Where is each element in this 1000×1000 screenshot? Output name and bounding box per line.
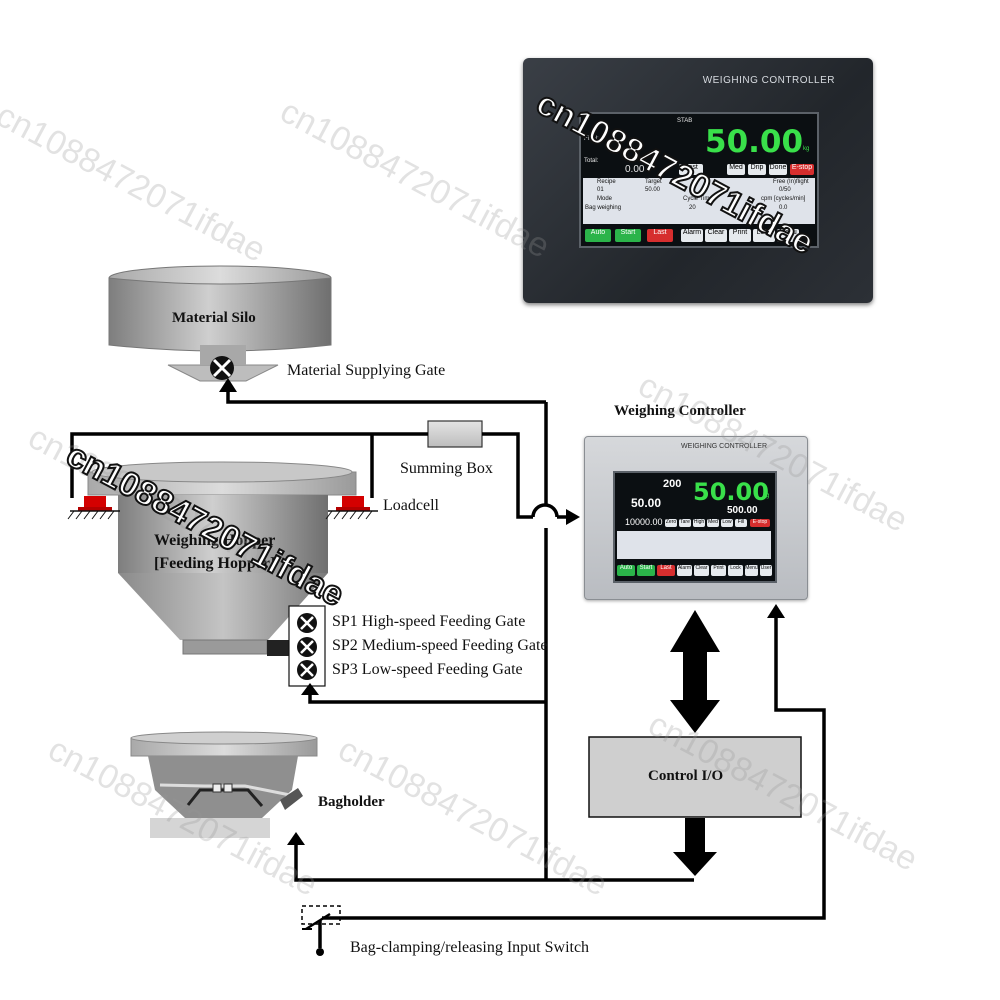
small-menu-button[interactable]: Menu — [745, 565, 758, 576]
controller-brand: WEIGHING CONTROLLER — [702, 75, 835, 86]
small-recipe-table — [617, 531, 771, 559]
phase-drip[interactable]: Drip — [748, 164, 766, 175]
arrow-to-bagholder-icon — [287, 832, 305, 845]
lock-button[interactable]: Lock — [753, 229, 775, 242]
sp2-valve-icon — [297, 637, 317, 657]
small-user-button[interactable]: User — [760, 565, 772, 576]
phase-med[interactable]: Med — [707, 519, 719, 527]
print-button[interactable]: Print — [729, 229, 751, 242]
phase-fill[interactable]: Fill — [735, 519, 747, 527]
phase-zero[interactable]: Zero — [665, 519, 677, 527]
sp3-valve-icon — [297, 660, 317, 680]
small-start-button[interactable]: Start — [637, 565, 655, 576]
loadcell-right-icon — [325, 496, 378, 520]
mode-label: Mode — [597, 196, 613, 202]
sp1-label: SP1 High-speed Feeding Gate — [332, 613, 526, 630]
summing-box-label: Summing Box — [400, 460, 493, 477]
small-print-button[interactable]: Print — [711, 565, 726, 576]
final-label: Final: — [584, 136, 599, 142]
free-value: 0/50 — [779, 187, 791, 193]
weight-unit: kg — [803, 146, 810, 152]
alarm-button[interactable]: Alarm — [681, 229, 703, 242]
weighing-controller-small: WEIGHING CONTROLLER 200 50.00 10000.00 5… — [584, 436, 808, 600]
speed-value: 0.0 — [779, 205, 788, 211]
phase-tare[interactable]: Tare — [679, 519, 691, 527]
small-auto-button[interactable]: Auto — [617, 565, 635, 576]
double-arrow-icon — [670, 610, 720, 733]
bag-switch-label: Bag-clamping/releasing Input Switch — [350, 939, 590, 956]
phase-done[interactable]: Done — [769, 164, 787, 175]
phase-low[interactable]: Low — [721, 519, 733, 527]
phase-med[interactable]: Med — [727, 164, 745, 175]
total-value: 0.00 — [625, 164, 645, 175]
speed-label: cpm [cycles/min] — [761, 196, 806, 202]
weight-display: 50.00 — [705, 124, 804, 160]
small-lock-button[interactable]: Lock — [728, 565, 743, 576]
recipe-table: Recipe 01 Target 50.00 Mode Bag weighing… — [583, 178, 815, 224]
target-value: 50.00 — [645, 187, 661, 193]
status-text: STAB — [677, 118, 693, 124]
arrow-to-sp-icon — [301, 683, 319, 695]
wiring — [70, 388, 826, 948]
small-target: 500.00 — [727, 505, 758, 516]
material-silo — [108, 265, 332, 382]
control-io-label: Control I/O — [648, 768, 724, 784]
material-silo-label: Material Silo — [172, 310, 256, 326]
down-arrow-icon — [673, 818, 717, 876]
total-value: 10000.00 — [625, 517, 663, 527]
recipe-label: Recipe — [597, 179, 616, 185]
count-value: 200 — [663, 478, 682, 490]
recipe-value: 01 — [597, 187, 604, 193]
sp3-label: SP3 Low-speed Feeding Gate — [332, 661, 523, 678]
total-label: Total: — [584, 158, 599, 164]
hopper-sub-label: [Feeding Hopper] — [154, 555, 276, 572]
material-gate-label: Material Supplying Gate — [287, 362, 446, 379]
last-button[interactable]: Last — [647, 229, 673, 242]
phase-high[interactable]: High — [693, 519, 705, 527]
material-gate-valve-icon — [210, 356, 234, 380]
hopper-label: Weighing Hopper — [154, 532, 276, 549]
phase-fast[interactable]: Fast — [679, 164, 703, 175]
arrow-to-controller-icon — [566, 509, 580, 525]
small-weight-unit: kg — [763, 493, 770, 499]
auto-button[interactable]: Auto — [585, 229, 611, 242]
control-io-box — [588, 736, 802, 818]
input-switch-icon — [301, 905, 341, 956]
bagholder-label: Bagholder — [318, 794, 385, 810]
loadcell-label: Loadcell — [383, 497, 439, 514]
small-controller-brand: WEIGHING CONTROLLER — [681, 443, 767, 450]
small-weight-display: 50.00 — [693, 478, 769, 506]
cycle-value: 20 — [689, 205, 696, 211]
loadcell-left-icon — [67, 496, 120, 520]
weighing-hopper — [87, 461, 357, 656]
small-last-button[interactable]: Last — [657, 565, 675, 576]
cycle-label: Cycle Time — [683, 196, 713, 202]
weighing-controller-label: Weighing Controller — [614, 403, 746, 419]
small-controller-screen: 200 50.00 10000.00 50.00 kg 500.00 Zero … — [613, 471, 777, 583]
estop-button[interactable]: E-stop — [790, 164, 814, 175]
controller-screen: STAB Final: Total: 0.00 50.00 kg Fast Me… — [579, 112, 819, 248]
arrow-switch-up-icon — [767, 604, 785, 618]
final-value: 50.00 — [631, 496, 662, 510]
start-button[interactable]: Start — [615, 229, 641, 242]
summing-box — [427, 420, 483, 448]
bagholder — [130, 731, 318, 838]
free-label: Free (In)flight — [773, 179, 809, 185]
menu-button[interactable]: Menu — [777, 229, 799, 242]
arrow-to-gate-icon — [219, 378, 237, 392]
small-alarm-button[interactable]: Alarm — [677, 565, 692, 576]
sp1-valve-icon — [297, 613, 317, 633]
target-label: Target — [645, 179, 662, 185]
small-clear-button[interactable]: Clear — [694, 565, 709, 576]
small-estop-button[interactable]: E-stop — [750, 519, 770, 527]
sp2-label: SP2 Medium-speed Feeding Gate — [332, 637, 548, 654]
clear-button[interactable]: Clear — [705, 229, 727, 242]
weighing-controller-photo: WEIGHING CONTROLLER STAB Final: Total: 0… — [523, 58, 873, 303]
mode-value: Bag weighing — [585, 205, 622, 211]
